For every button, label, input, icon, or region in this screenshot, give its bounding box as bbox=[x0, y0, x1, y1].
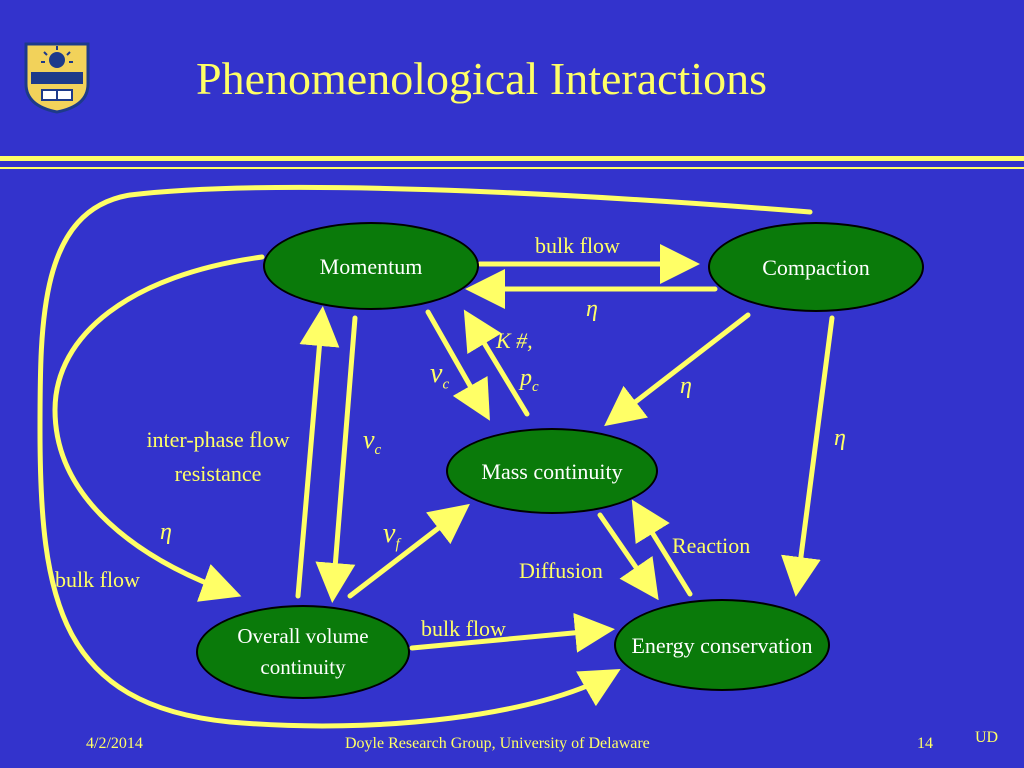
arrow-momentum-to-volume bbox=[315, 315, 358, 603]
arrow-volume-to-mass bbox=[347, 503, 470, 599]
label-bulk-flow-top: bulk flow bbox=[535, 233, 620, 258]
arrow-momentum-to-mass bbox=[425, 309, 490, 421]
label-p-c: pc bbox=[520, 366, 539, 395]
label-eta-compaction-mass: η bbox=[680, 373, 692, 399]
footer-date: 4/2/2014 bbox=[86, 735, 143, 752]
label-v-c-upper: vc bbox=[430, 360, 449, 393]
arrow-volume-to-energy bbox=[409, 612, 615, 653]
title-divider-thin bbox=[0, 167, 1024, 169]
university-shield-icon bbox=[24, 42, 90, 114]
arrow-momentum-to-volume-curve bbox=[52, 254, 265, 602]
label-v-c-lower: vc bbox=[363, 427, 381, 458]
arrow-volume-to-momentum bbox=[295, 306, 340, 599]
page-title: Phenomenological Interactions bbox=[196, 53, 768, 104]
node-overall-volume-continuity: Overall volume continuity bbox=[196, 605, 410, 699]
arrow-mass-to-momentum bbox=[463, 309, 530, 417]
label-bulk-flow-left: bulk flow bbox=[55, 567, 140, 592]
arrow-mass-to-energy bbox=[597, 512, 659, 601]
label-v-upper-subscript: c bbox=[442, 376, 450, 393]
label-diffusion: Diffusion bbox=[519, 558, 603, 583]
node-mass-continuity: Mass continuity bbox=[446, 428, 658, 514]
label-v-f-subscript: f bbox=[395, 536, 400, 553]
node-compaction: Compaction bbox=[708, 222, 924, 312]
arrow-energy-to-mass bbox=[631, 499, 693, 597]
title-divider-thick bbox=[0, 156, 1024, 161]
footer-ud-mark: UD bbox=[975, 729, 999, 746]
label-bulk-flow-bottom: bulk flow bbox=[421, 616, 506, 641]
label-eta-right: η bbox=[834, 425, 846, 451]
label-p-subscript: c bbox=[532, 378, 539, 395]
label-eta-top: η bbox=[586, 296, 598, 322]
footer-center-text: Doyle Research Group, University of Dela… bbox=[345, 735, 650, 752]
label-eta-left: η bbox=[160, 519, 172, 545]
node-energy-conservation: Energy conservation bbox=[614, 599, 830, 691]
node-momentum: Momentum bbox=[263, 222, 479, 310]
label-v-f: vf bbox=[383, 520, 400, 553]
label-k-number: K #, bbox=[496, 328, 533, 353]
arrow-compaction-to-energy bbox=[781, 315, 835, 597]
label-v-lower: v bbox=[363, 425, 375, 454]
label-inter-phase-flow-resistance: inter-phase flow resistance bbox=[146, 427, 290, 486]
footer-page-number: 14 bbox=[917, 735, 933, 752]
label-p: p bbox=[520, 365, 532, 391]
arrow-compaction-to-mass bbox=[604, 312, 751, 427]
label-v-lower-subscript: c bbox=[374, 442, 382, 459]
arrow-compaction-loop-to-energy bbox=[37, 184, 813, 729]
label-v-upper: v bbox=[430, 358, 443, 389]
label-v-f-v: v bbox=[383, 518, 396, 549]
university-logo bbox=[22, 40, 92, 114]
label-reaction: Reaction bbox=[672, 533, 751, 558]
